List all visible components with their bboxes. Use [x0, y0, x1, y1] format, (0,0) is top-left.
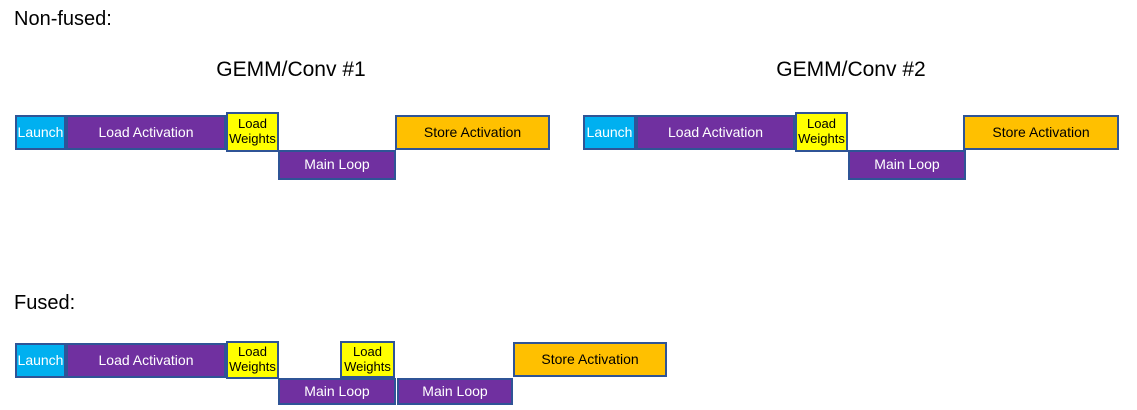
bar-nonfused2-load-activation: Load Activation: [636, 115, 795, 150]
group-header-gemm-conv-2: GEMM/Conv #2: [776, 58, 926, 81]
section-label-non-fused: Non-fused:: [14, 8, 112, 30]
bar-nonfused1-launch: Launch: [15, 115, 66, 150]
group-header-gemm-conv-1: GEMM/Conv #1: [216, 58, 366, 81]
bar-nonfused1-main-loop: Main Loop: [278, 150, 396, 180]
bar-fused-load-weights-2: Load Weights: [340, 341, 395, 378]
bar-nonfused1-load-activation: Load Activation: [66, 115, 226, 150]
bar-fused-load-activation: Load Activation: [66, 343, 226, 378]
bar-fused-main-loop-1: Main Loop: [278, 378, 396, 405]
bar-nonfused1-store-activation: Store Activation: [395, 115, 550, 150]
bar-fused-load-weights-1: Load Weights: [226, 341, 279, 379]
bar-nonfused2-load-weights: Load Weights: [795, 112, 848, 152]
bar-nonfused1-load-weights: Load Weights: [226, 112, 279, 152]
section-label-fused: Fused:: [14, 292, 76, 314]
bar-nonfused2-launch: Launch: [583, 115, 636, 150]
bar-nonfused2-main-loop: Main Loop: [848, 150, 966, 180]
bar-fused-launch: Launch: [15, 343, 66, 378]
bar-fused-main-loop-2: Main Loop: [397, 378, 513, 405]
bar-nonfused2-store-activation: Store Activation: [963, 115, 1119, 150]
bar-fused-store-activation: Store Activation: [513, 342, 667, 377]
